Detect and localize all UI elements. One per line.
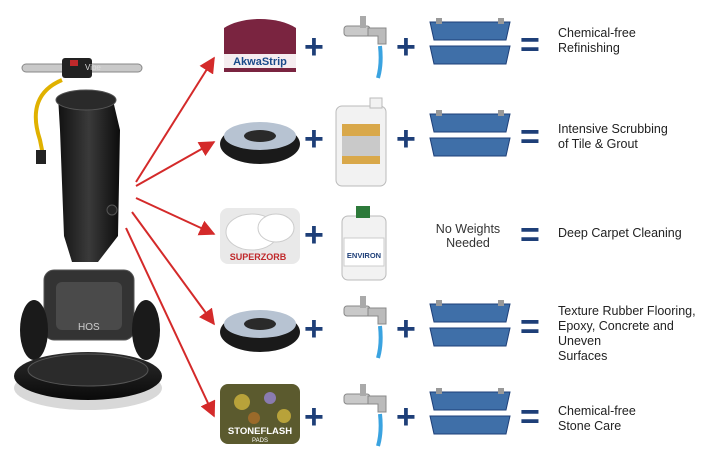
row-deep-carpet-cleaning: SUPERZORB + ENVIRON No Weights Needed = …: [0, 196, 710, 286]
right-wheel: [132, 300, 160, 360]
superzorb-label: SUPERZORB: [230, 252, 287, 262]
result-label: Chemical-free Stone Care: [558, 404, 636, 433]
plus-sign: +: [396, 310, 416, 348]
power-cord: [33, 78, 63, 161]
plus-sign: +: [304, 398, 324, 436]
weights-icon: [429, 18, 511, 65]
weights-icon: [429, 110, 511, 157]
water-tap-icon: [343, 384, 387, 447]
cleaner-bottle: ENVIRON: [341, 206, 387, 281]
control-panel: [62, 58, 92, 78]
equals-sign: =: [520, 118, 540, 156]
base-label: HOS: [78, 322, 100, 333]
water-tap-icon: [343, 16, 387, 79]
chemical-jug: [335, 97, 387, 187]
akwastrip-pad: AkwaStrip: [224, 19, 296, 72]
row-chemical-free-refinishing: AkwaStrip + + = Chemical-free Refinishin…: [0, 8, 710, 98]
plus-sign: +: [304, 216, 324, 254]
no-weights-note: No Weights Needed: [435, 222, 501, 250]
plug: [36, 150, 46, 164]
weights-icon: [429, 300, 511, 347]
equals-sign: =: [520, 26, 540, 64]
left-wheel: [20, 300, 48, 360]
floor-machine-illustration: Vibe HOS: [14, 58, 162, 410]
result-label: Intensive Scrubbing of Tile & Grout: [558, 122, 668, 151]
plus-sign: +: [304, 120, 324, 158]
arrow-row-3: [135, 197, 216, 236]
brand-label: Vibe: [85, 63, 101, 72]
result-label: Chemical-free Refinishing: [558, 26, 636, 55]
akwastrip-label: AkwaStrip: [233, 56, 287, 68]
row-chemical-free-stone-care: STONEFLASH PADS + + = Chemical-free Ston…: [0, 378, 710, 468]
machine-body: [58, 96, 120, 262]
arrow-row-1: [135, 56, 215, 183]
scrub-brush: [220, 310, 300, 352]
plus-sign: +: [304, 310, 324, 348]
arrow-row-4: [131, 211, 215, 326]
stoneflash-pad: STONEFLASH PADS: [220, 384, 300, 444]
result-label: Texture Rubber Flooring, Epoxy, Concrete…: [558, 304, 696, 363]
plus-sign: +: [396, 120, 416, 158]
plus-sign: +: [396, 398, 416, 436]
superzorb-pad: SUPERZORB: [220, 208, 300, 264]
stoneflash-label: STONEFLASH: [228, 426, 292, 437]
stoneflash-sub-label: PADS: [252, 438, 268, 444]
row-intensive-scrubbing: + + = Intensive Scrubbing of Tile & Grou…: [0, 96, 710, 187]
water-tap-icon: [343, 296, 387, 359]
result-label: Deep Carpet Cleaning: [558, 226, 682, 240]
weights-icon: [429, 388, 511, 435]
equals-sign: =: [520, 398, 540, 436]
arrow-row-2: [135, 141, 216, 187]
row-texture-rubber-flooring: + + = Texture Rubber Flooring, Epoxy, Co…: [0, 284, 710, 374]
arrow-row-5: [125, 227, 216, 418]
equals-sign: =: [520, 308, 540, 346]
bottle-label: ENVIRON: [347, 251, 381, 260]
scrub-brush: [220, 122, 300, 164]
plus-sign: +: [396, 28, 416, 66]
plus-sign: +: [304, 28, 324, 66]
equals-sign: =: [520, 216, 540, 254]
